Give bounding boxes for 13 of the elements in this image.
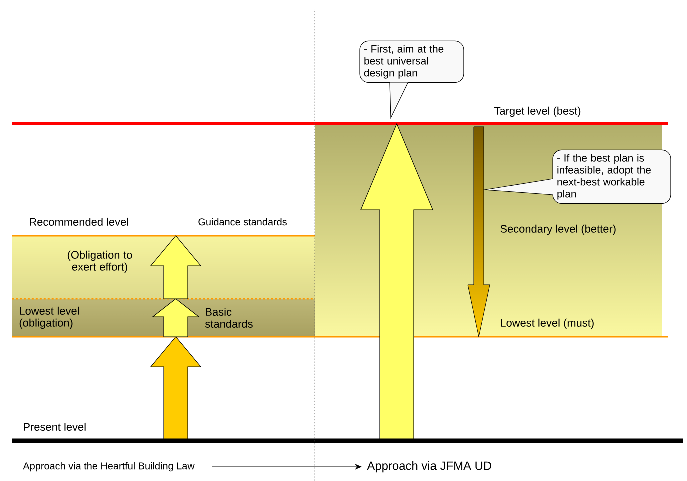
level-label: Guidance standards bbox=[198, 218, 287, 226]
level-label: (Obligation to exert effort) bbox=[68, 250, 132, 274]
callout-bubble: - First, aim at the best universal design plan bbox=[360, 40, 464, 120]
level-label: Recommended level bbox=[30, 218, 128, 226]
approach-label: Approach via the Heartful Building Law bbox=[23, 462, 195, 472]
level-label: Lowest level (obligation) bbox=[20, 306, 80, 330]
level-label: Basic standards bbox=[206, 308, 253, 328]
level-label: Target level (best) bbox=[494, 106, 581, 118]
level-label: Present level bbox=[24, 422, 86, 432]
level-label: Secondary level (better) bbox=[500, 224, 616, 236]
approach-label: Approach via JFMA UD bbox=[367, 461, 492, 473]
callout-bubble: - If the best plan is infeasible, adopt the next-best workable plan bbox=[482, 150, 672, 204]
level-label: Lowest level (must) bbox=[501, 318, 594, 330]
